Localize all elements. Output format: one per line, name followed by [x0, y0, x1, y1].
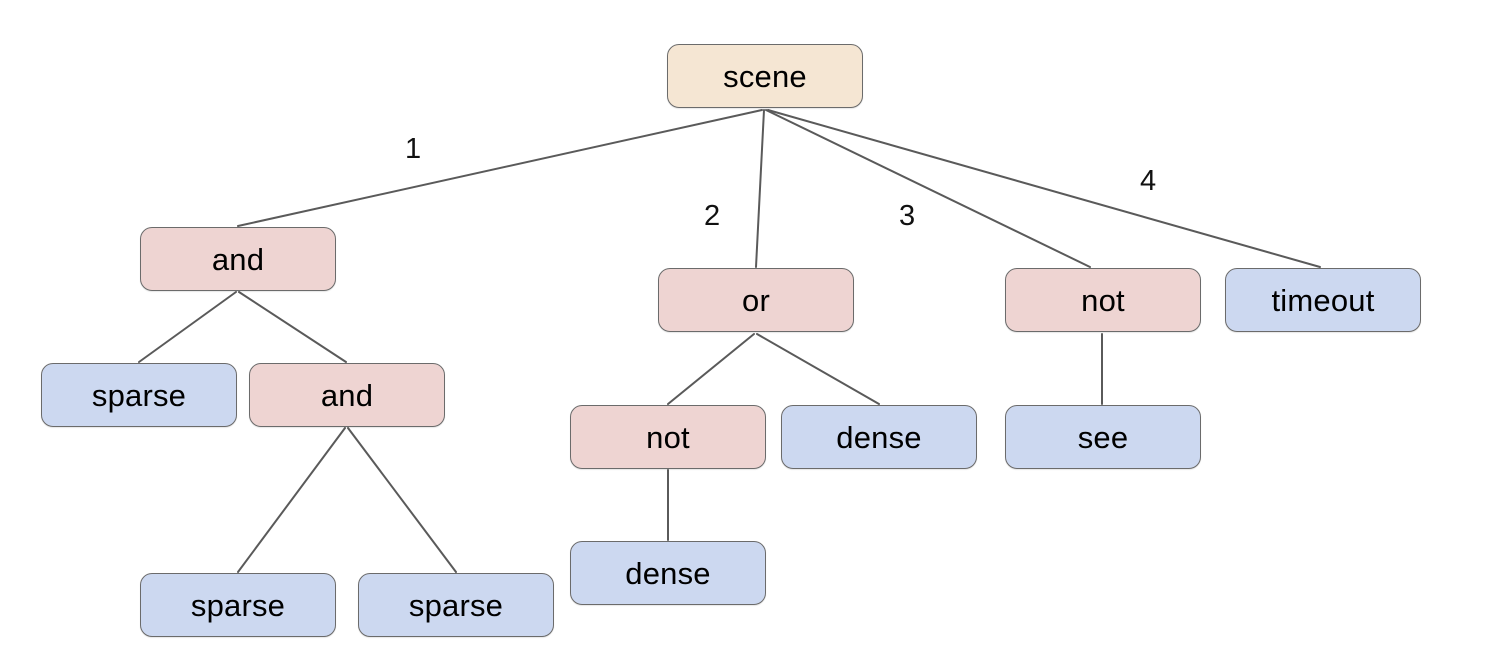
tree-edge	[237, 109, 763, 227]
tree-node-label: see	[1077, 419, 1129, 455]
edge-label-2: 2	[704, 200, 721, 232]
tree-edge	[667, 333, 755, 405]
tree-edge	[755, 109, 765, 268]
tree-edge	[767, 109, 1321, 268]
tree-node-label: sparse	[408, 587, 504, 623]
tree-node-timeout[interactable]: timeout	[1225, 268, 1421, 332]
tree-node-or1[interactable]: or	[658, 268, 854, 332]
tree-node-label: sparse	[91, 377, 187, 413]
tree-node-label: sparse	[190, 587, 286, 623]
tree-node-sparse2[interactable]: sparse	[140, 573, 336, 637]
tree-edge	[765, 109, 1091, 268]
tree-node-label: not	[646, 419, 690, 455]
tree-node-label: dense	[625, 555, 711, 591]
tree-node-label: and	[320, 377, 374, 413]
edge-label-3: 3	[899, 200, 916, 232]
tree-node-label: dense	[836, 419, 922, 455]
tree-node-label: not	[1081, 282, 1125, 318]
tree-node-and1[interactable]: and	[140, 227, 336, 291]
tree-edge	[347, 427, 457, 573]
tree-node-dense2[interactable]: dense	[570, 541, 766, 605]
tree-edge	[238, 291, 347, 363]
tree-edge	[138, 291, 237, 363]
edge-label-4: 4	[1140, 165, 1157, 197]
tree-node-label: timeout	[1271, 282, 1375, 318]
tree-node-and2[interactable]: and	[249, 363, 445, 427]
tree-node-sparse1[interactable]: sparse	[41, 363, 237, 427]
tree-node-label: or	[742, 282, 770, 318]
edge-label-1: 1	[405, 133, 422, 165]
tree-edge	[756, 333, 880, 405]
tree-edge	[237, 427, 346, 573]
tree-node-not2[interactable]: not	[570, 405, 766, 469]
tree-node-label: and	[211, 241, 265, 277]
tree-node-see[interactable]: see	[1005, 405, 1201, 469]
tree-node-sparse3[interactable]: sparse	[358, 573, 554, 637]
tree-node-label: scene	[723, 58, 807, 94]
tree-node-dense1[interactable]: dense	[781, 405, 977, 469]
tree-node-scene[interactable]: scene	[667, 44, 863, 108]
tree-node-not3[interactable]: not	[1005, 268, 1201, 332]
